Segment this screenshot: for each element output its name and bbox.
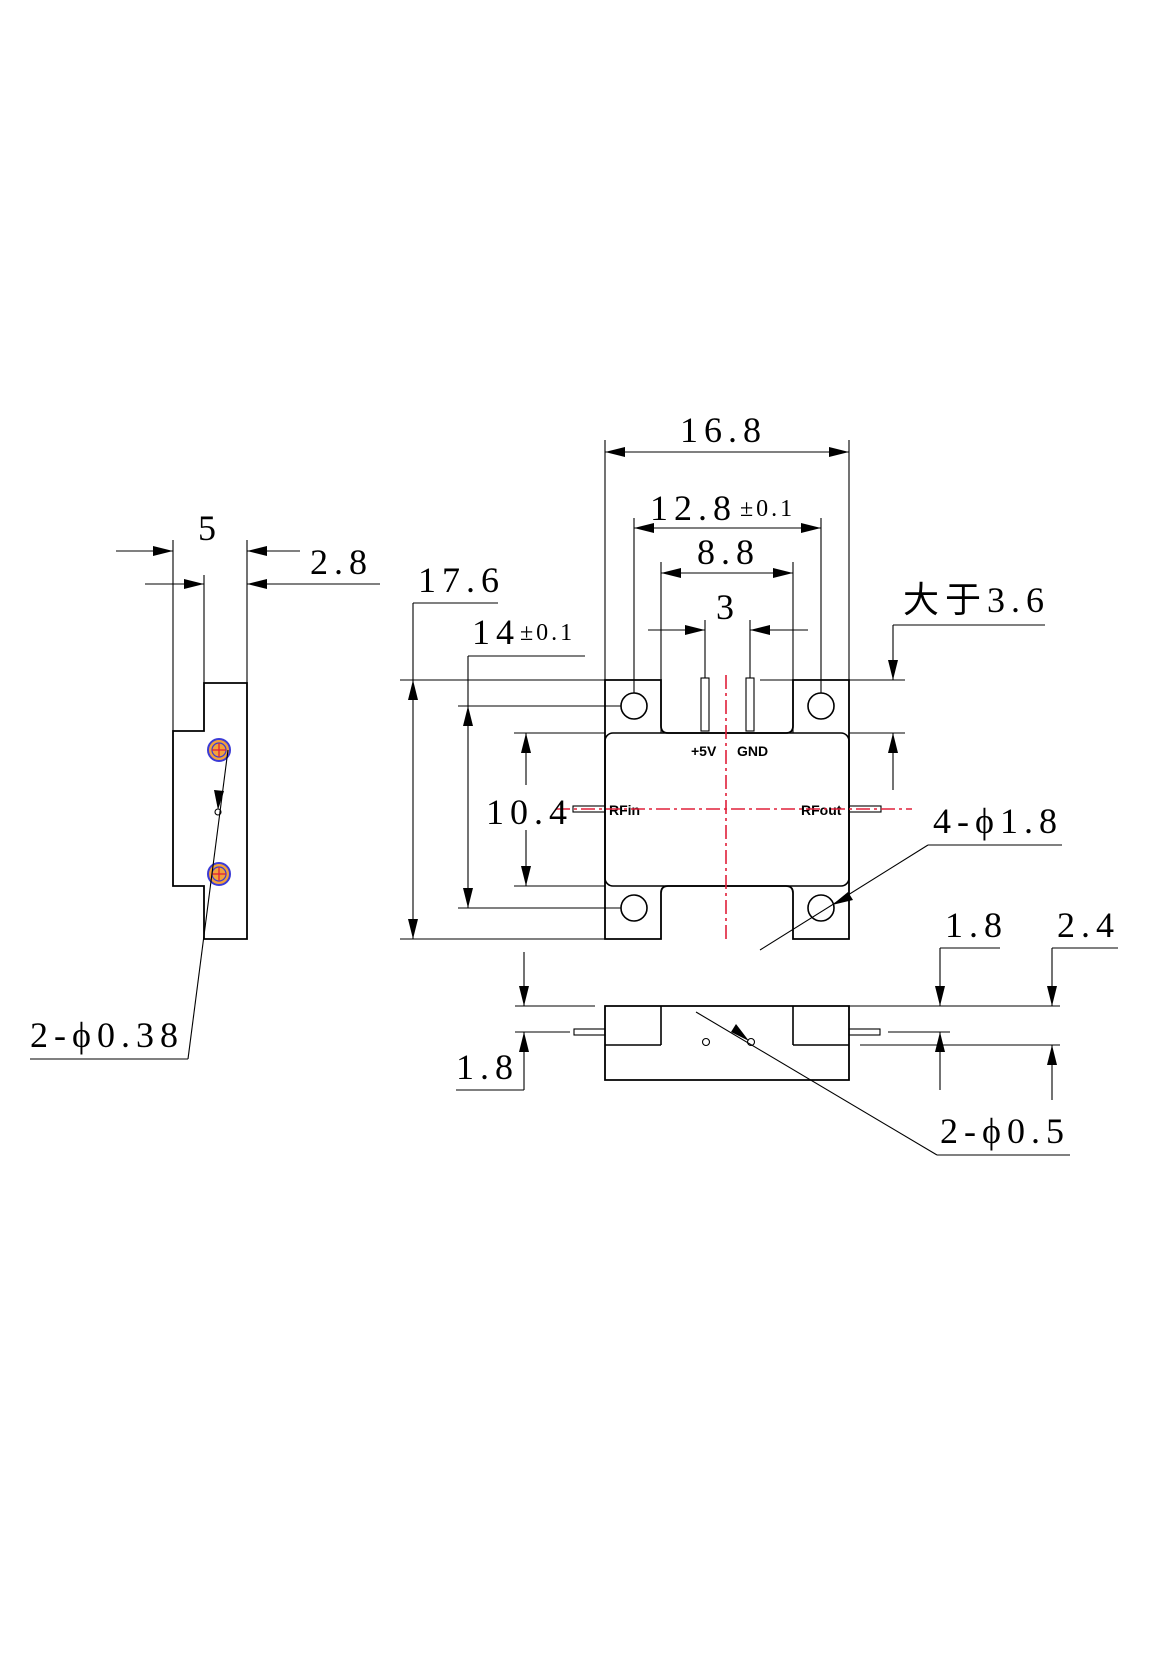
dim-bottom-pin-height-left: 1.8 [456,1047,519,1087]
dim-side-width: 5 [198,508,222,548]
pin-vcc [700,677,710,732]
dim-tab-width: 8.8 [697,532,760,572]
label-rf-out: RFout [801,802,842,818]
dim-hole-pitch-h-tol: ±0.1 [740,496,795,522]
bottom-view-body [604,1005,850,1081]
pin-gnd [745,677,755,732]
side-view-body [172,682,248,940]
dim-body-height: 10.4 [486,792,573,832]
dim-overall-width: 16.8 [680,410,767,450]
dim-side-pin-holes: 2-ϕ0.38 [30,1015,184,1055]
dim-hole-pitch-v: 14 [472,612,520,652]
side-view: 5 2.8 2-ϕ0.38 [30,508,380,1060]
dim-pin-spacing: 3 [716,587,740,627]
dim-mount-holes: 4-ϕ1.8 [933,801,1063,841]
front-view: +5V GND RFin RFout 16.8 12.8 ±0.1 8.8 [400,410,1063,951]
label-vcc: +5V [691,743,717,759]
bottom-hole-left [701,1037,711,1047]
bottom-view: 1.8 1.8 2.4 2-ϕ0.5 [456,905,1120,1156]
dim-bottom-pin-holes: 2-ϕ0.5 [940,1111,1070,1151]
dim-flange-min: 大于3.6 [903,580,1050,620]
side-pin-marker-top [207,738,231,762]
dim-hole-pitch-v-tol: ±0.1 [520,620,575,646]
dim-hole-pitch-h: 12.8 [650,488,737,528]
pin-rf-in [572,805,606,813]
dim-side-thickness: 2.8 [310,542,373,582]
bottom-pin-left [573,1028,606,1036]
dim-bottom-total-height: 2.4 [1057,905,1120,945]
bottom-pin-right [848,1028,881,1036]
dim-bottom-pin-height-right: 1.8 [945,905,1008,945]
mount-hole-bottom-right [807,894,835,922]
label-gnd: GND [737,743,768,759]
label-rf-in: RFin [609,802,640,818]
dim-overall-height: 17.6 [418,560,505,600]
